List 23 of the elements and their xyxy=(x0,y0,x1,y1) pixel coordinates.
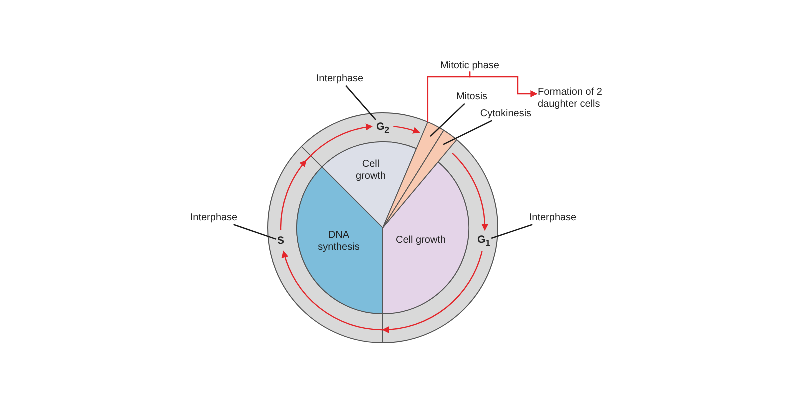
stage-label: G$_{2}$ xyxy=(376,120,390,136)
sector-label: Cell growth xyxy=(396,235,446,247)
stage-label: G$_{1}$ xyxy=(477,234,491,248)
part-label: Cytokinesis xyxy=(480,108,532,120)
leader-line xyxy=(491,224,533,240)
arrow xyxy=(394,126,420,134)
leader-line xyxy=(346,85,376,120)
arrow xyxy=(280,124,373,230)
sector-label: Cell growth xyxy=(354,159,387,183)
arrow xyxy=(282,250,483,334)
leader-line xyxy=(234,224,277,240)
outcome-label: Formation of 2 daughter cells xyxy=(538,87,604,110)
phase-label: Interphase xyxy=(316,73,364,85)
phase-label: Interphase xyxy=(190,212,238,224)
phase-label: Interphase xyxy=(529,212,577,224)
phase-label: Mitotic phase xyxy=(440,60,500,72)
arrow xyxy=(452,152,488,232)
leader-line xyxy=(430,103,466,138)
bracket-line xyxy=(427,72,471,122)
part-label: Mitosis xyxy=(456,91,488,103)
leader-line xyxy=(443,120,492,146)
stage-label: S xyxy=(278,234,284,248)
sector-label: DNA synthesis xyxy=(317,230,361,254)
